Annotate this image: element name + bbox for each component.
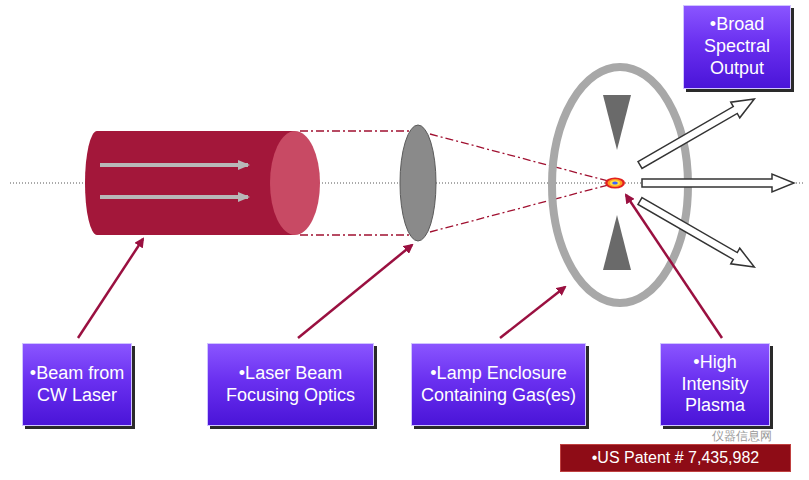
box-text: •High Intensity Plasma bbox=[667, 352, 763, 418]
electrode bbox=[603, 95, 631, 150]
focusing-lens bbox=[400, 125, 436, 241]
watermark: 仪器信息网 bbox=[712, 428, 772, 445]
callout-box: •High Intensity Plasma bbox=[660, 343, 770, 426]
plasma-spot bbox=[605, 178, 625, 189]
callout-box: •Laser Beam Focusing Optics bbox=[207, 343, 374, 426]
callout-box: •Lamp Enclosure Containing Gas(es) bbox=[411, 343, 586, 426]
callout-box: •Broad Spectral Output bbox=[683, 5, 791, 89]
electrode bbox=[603, 215, 631, 270]
box-text: •Lamp Enclosure Containing Gas(es) bbox=[418, 363, 579, 407]
beam-lines bbox=[300, 131, 612, 235]
box-text: •Broad Spectral Output bbox=[690, 14, 784, 80]
leader-arrow bbox=[78, 195, 722, 338]
output-arrow bbox=[636, 91, 795, 275]
box-text: •US Patent # 7,435,982 bbox=[592, 449, 760, 467]
callout-box: •Beam from CW Laser bbox=[22, 343, 132, 426]
box-text: •Laser Beam Focusing Optics bbox=[214, 363, 367, 407]
patent-box: •US Patent # 7,435,982 bbox=[560, 444, 791, 472]
laser-cylinder bbox=[85, 131, 320, 235]
box-text: •Beam from CW Laser bbox=[29, 363, 125, 407]
